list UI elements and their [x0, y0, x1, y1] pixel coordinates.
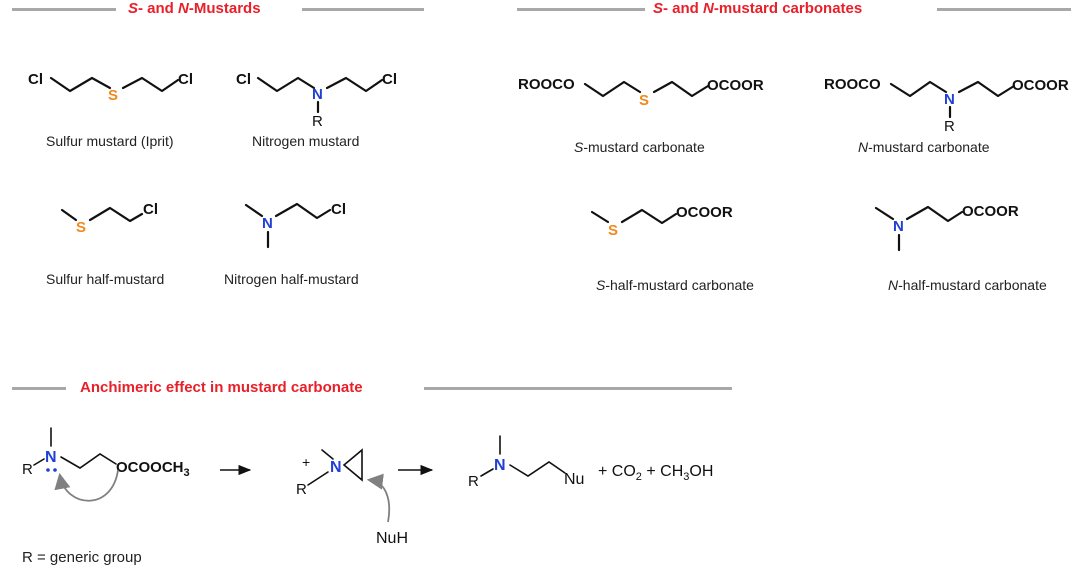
legend-r-generic-group: R = generic group [22, 549, 142, 566]
bond-chain [652, 80, 710, 98]
atom-cl: Cl [178, 71, 193, 88]
caption-sulfur-half-mustard: Sulfur half-mustard [46, 271, 165, 287]
charge-plus: + [302, 454, 310, 470]
bond-methyl [60, 208, 78, 222]
lone-pair-dot [53, 468, 57, 472]
bond-r-n [33, 458, 45, 466]
nucleophile-nuh: NuH [376, 530, 408, 547]
atom-nitrogen: N [893, 218, 904, 235]
bond-chain [60, 453, 117, 469]
group-rooco: ROOCO [824, 76, 881, 93]
caption-s-half-mustard-carbonate: S-half-mustard carbonate [596, 277, 754, 293]
atom-r: R [468, 473, 479, 490]
bond-chain [583, 80, 642, 98]
structure-nitrogen-half-mustard: N Cl [244, 201, 346, 249]
bond-methyl [244, 203, 264, 218]
caption-sulfur-mustard: Sulfur mustard (Iprit) [46, 133, 174, 149]
bond-chain [905, 205, 964, 223]
atom-r: R [944, 118, 955, 135]
header-rule-top-right-a [517, 8, 645, 11]
bond-r-n [480, 468, 494, 477]
structure-s-mustard-carbonate: ROOCO S OCOOR [518, 76, 764, 109]
bond-chain [509, 461, 566, 477]
atom-nu: Nu [564, 471, 584, 488]
atom-sulfur: S [639, 92, 649, 109]
curved-arrow-attack [54, 469, 119, 502]
atom-r: R [296, 481, 307, 498]
structure-reactant: R N OCOOCH3 [22, 427, 190, 502]
byproducts-co2-methanol: + CO2 + CH3OH [598, 463, 713, 483]
structure-aziridinium: + N R NuH [296, 448, 408, 547]
caption-s-mustard-carbonate: S-mustard carbonate [574, 139, 705, 155]
bond-chain [620, 208, 678, 225]
aziridine-ring [342, 448, 363, 482]
atom-sulfur: S [608, 222, 618, 239]
bond-r-n [307, 471, 329, 486]
caption-n-half-mustard-carbonate: N-half-mustard carbonate [888, 277, 1047, 293]
structure-product: R N Nu [468, 435, 584, 490]
lone-pair-dot [46, 468, 50, 472]
atom-cl: Cl [143, 201, 158, 218]
atom-r: R [22, 461, 33, 478]
group-ocoor: OCOOR [962, 203, 1019, 220]
caption-n-mustard-carbonate: N-mustard carbonate [858, 139, 990, 155]
header-anchimeric-effect: Anchimeric effect in mustard carbonate [80, 379, 363, 396]
atom-nitrogen: N [45, 449, 57, 466]
group-ocoor: OCOOR [676, 204, 733, 221]
group-rooco: ROOCO [518, 76, 575, 93]
header-rule-top-right-b [937, 8, 1071, 11]
header-s-n-mustard-carbonates: S- and N-mustard carbonates [653, 0, 863, 17]
bond-chain [325, 76, 384, 93]
atom-r: R [312, 113, 323, 130]
atom-cl: Cl [331, 201, 346, 218]
atom-nitrogen: N [944, 91, 955, 108]
bond-chain [88, 206, 144, 223]
group-ococh3: OCOOCH3 [116, 459, 190, 479]
atom-nitrogen: N [494, 457, 506, 474]
bond-chain [121, 76, 180, 93]
group-ocoor: OCOOR [707, 77, 764, 94]
header-rule-top-left-a [12, 8, 116, 11]
bond-chain [256, 76, 316, 93]
bond-chain [49, 76, 112, 93]
bond-methyl [321, 449, 334, 460]
group-ocoor: OCOOR [1012, 77, 1069, 94]
header-rule-top-left-b [302, 8, 424, 11]
atom-sulfur: S [76, 219, 86, 236]
curved-arrow-nucleophile [366, 473, 391, 523]
header-s-n-mustards: S- and N-Mustards [128, 0, 261, 17]
atom-nitrogen: N [262, 215, 273, 232]
header-rule-bottom-a [12, 387, 66, 390]
header-rule-bottom-b [424, 387, 732, 390]
structure-sulfur-mustard: Cl S Cl [28, 71, 193, 104]
atom-nitrogen: N [330, 459, 342, 476]
structure-n-mustard-carbonate: ROOCO N R OCOOR [824, 76, 1069, 135]
bond-chain [957, 80, 1016, 98]
bond-chain [889, 80, 948, 98]
atom-sulfur: S [108, 87, 118, 104]
caption-nitrogen-half-mustard: Nitrogen half-mustard [224, 271, 359, 287]
bond-chain [274, 202, 332, 220]
atom-nitrogen: N [312, 86, 323, 103]
structure-sulfur-half-mustard: S Cl [60, 201, 158, 236]
caption-nitrogen-mustard: Nitrogen mustard [252, 133, 360, 149]
structure-nitrogen-mustard: Cl N R Cl [236, 71, 397, 130]
structure-s-half-mustard-carbonate: S OCOOR [590, 204, 733, 239]
atom-cl: Cl [28, 71, 43, 88]
atom-cl: Cl [382, 71, 397, 88]
structure-n-half-mustard-carbonate: N OCOOR [874, 203, 1019, 252]
bond-methyl [590, 210, 610, 224]
bond-methyl [874, 206, 895, 221]
atom-cl: Cl [236, 71, 251, 88]
